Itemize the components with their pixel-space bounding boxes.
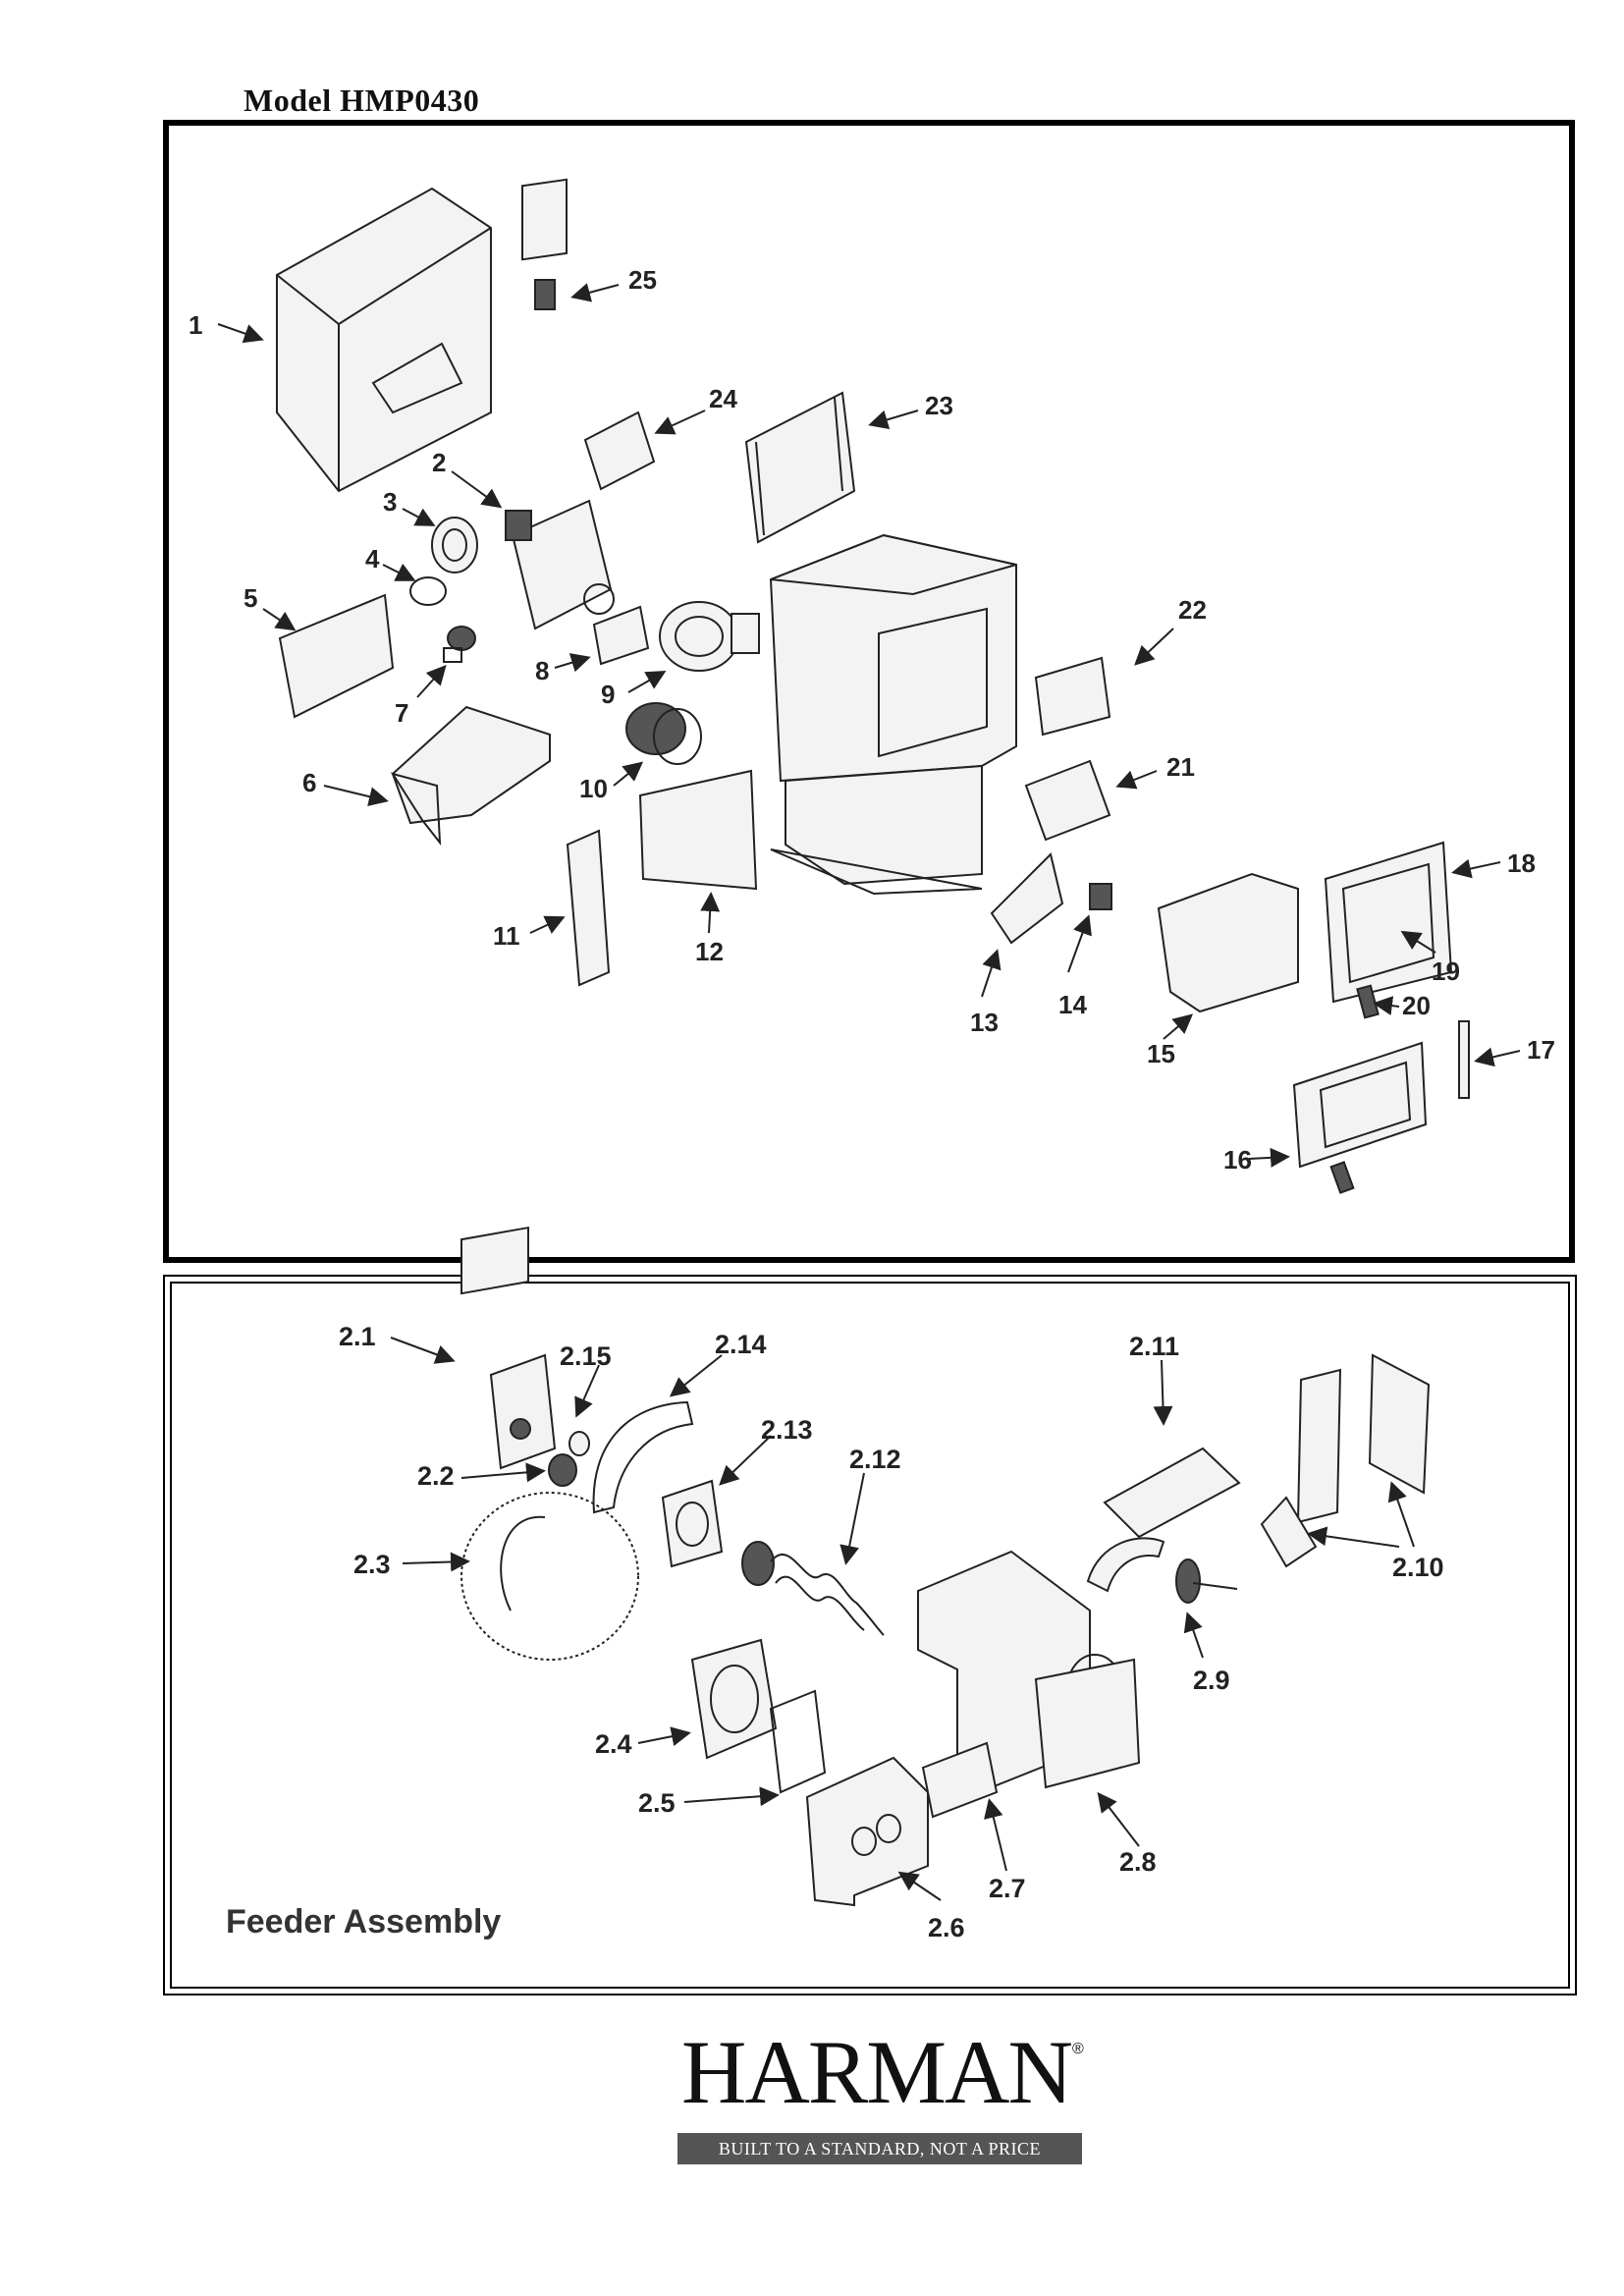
logo-wordmark: HARMAN: [681, 2022, 1073, 2122]
part-bearing: [548, 1431, 590, 1487]
part-feed-tube: [460, 1492, 639, 1661]
callout-2-14: 2.14: [715, 1330, 767, 1359]
part-ash-door: [1292, 1041, 1428, 1194]
callout-5: 5: [244, 583, 257, 613]
callout-2-3: 2.3: [353, 1550, 391, 1579]
feeder-callout-labels: 2.1 2.2 2.3 2.4 2.5 2.6 2.7 2.8 2.9 2.10…: [339, 1322, 1444, 1942]
exploded-view-panel: [163, 120, 1575, 1263]
callout-2-11: 2.11: [1129, 1332, 1179, 1361]
callout-15: 15: [1147, 1039, 1175, 1068]
part-ash-pan: [1157, 872, 1299, 1013]
callout-4: 4: [365, 544, 380, 574]
callout-18: 18: [1507, 848, 1536, 878]
callout-2-6: 2.6: [928, 1913, 965, 1942]
harman-logo: HARMAN ® BUILT TO A STANDARD, NOT A PRIC…: [676, 2023, 1088, 2180]
feeder-assembly-title: Feeder Assembly: [226, 1903, 502, 1941]
part-side-shield-right: [638, 769, 758, 891]
top-callout-arrows: [217, 283, 1521, 1168]
part-agitator: [1086, 1537, 1238, 1604]
part-gasket-plate: [592, 605, 650, 666]
part-feeder-gasket-plate: [921, 1741, 999, 1819]
part-access-cover: [278, 593, 395, 719]
part-gasket: [409, 576, 447, 606]
callout-10: 10: [579, 774, 608, 803]
part-feeder-cover: [990, 852, 1064, 945]
part-feeder-assembly: [505, 499, 615, 630]
part-side-brackets: [1260, 1353, 1431, 1568]
part-flange: [690, 1638, 778, 1760]
callout-22: 22: [1178, 595, 1207, 625]
callout-23: 23: [925, 391, 953, 420]
callout-3: 3: [383, 487, 397, 517]
part-hinge-bracket: [1458, 1020, 1470, 1099]
part-top-cover: [1103, 1447, 1241, 1539]
callout-17: 17: [1527, 1035, 1555, 1065]
part-combustion-motor-housing: [431, 517, 478, 574]
part-stove-body: [769, 533, 1017, 896]
callout-2-10: 2.10: [1392, 1553, 1444, 1582]
callout-2-15: 2.15: [560, 1341, 612, 1371]
part-motor-bracket: [592, 1400, 694, 1514]
top-callout-labels: 1 2 3 4 5 6 7 8 9 10 11 12 13 14 15 16 1…: [189, 265, 1555, 1175]
callout-20: 20: [1402, 991, 1431, 1020]
part-gear-motor: [460, 1226, 557, 1470]
part-heat-shield-plate: [583, 410, 656, 491]
callout-14: 14: [1058, 990, 1087, 1019]
callout-6: 6: [302, 768, 316, 797]
callout-12: 12: [695, 937, 724, 966]
callout-2-9: 2.9: [1193, 1666, 1230, 1695]
callout-25: 25: [628, 265, 657, 295]
callout-16: 16: [1223, 1145, 1252, 1175]
part-control-board: [521, 178, 568, 310]
logo-tagline: BUILT TO A STANDARD, NOT A PRICE: [677, 2133, 1082, 2164]
callout-1: 1: [189, 310, 202, 340]
feeder-assembly-panel: [163, 1275, 1577, 1995]
callout-2-13: 2.13: [761, 1415, 813, 1445]
callout-2-12: 2.12: [849, 1445, 901, 1474]
callout-19: 19: [1432, 957, 1460, 986]
callout-2-4: 2.4: [595, 1729, 632, 1759]
part-firebrick: [1034, 656, 1111, 737]
part-exhaust-box: [1024, 759, 1111, 842]
part-auger: [741, 1541, 885, 1636]
part-hopper-lid: [276, 187, 492, 493]
callout-8: 8: [535, 656, 549, 685]
callout-11: 11: [493, 921, 520, 951]
feeder-callout-arrows: [390, 1337, 1415, 1901]
part-blower-housing: [659, 601, 760, 672]
part-hopper-chute: [390, 705, 551, 847]
callout-13: 13: [970, 1008, 999, 1037]
logo-registered-mark: ®: [1072, 2041, 1084, 2057]
callout-2-8: 2.8: [1119, 1847, 1157, 1877]
part-vacuum-switch: [443, 626, 476, 663]
callout-21: 21: [1166, 752, 1195, 782]
part-flange-gasket: [769, 1689, 827, 1794]
callout-2-2: 2.2: [417, 1461, 455, 1491]
part-igniter-bracket: [1089, 883, 1112, 910]
part-blower-fan: [625, 702, 702, 765]
callout-9: 9: [601, 680, 615, 709]
callout-2-7: 2.7: [989, 1874, 1026, 1903]
model-title: Model HMP0430: [244, 82, 480, 118]
callout-7: 7: [395, 698, 408, 728]
callout-2-1: 2.1: [339, 1322, 376, 1351]
part-auger-plate: [661, 1479, 724, 1568]
part-feeder-shield: [805, 1756, 929, 1907]
part-side-shield-left: [566, 829, 611, 987]
callout-2: 2: [432, 448, 446, 477]
callout-24: 24: [709, 384, 737, 413]
part-back-panel: [744, 391, 856, 544]
callout-2-5: 2.5: [638, 1788, 676, 1818]
part-door-assembly: [1324, 841, 1453, 1004]
